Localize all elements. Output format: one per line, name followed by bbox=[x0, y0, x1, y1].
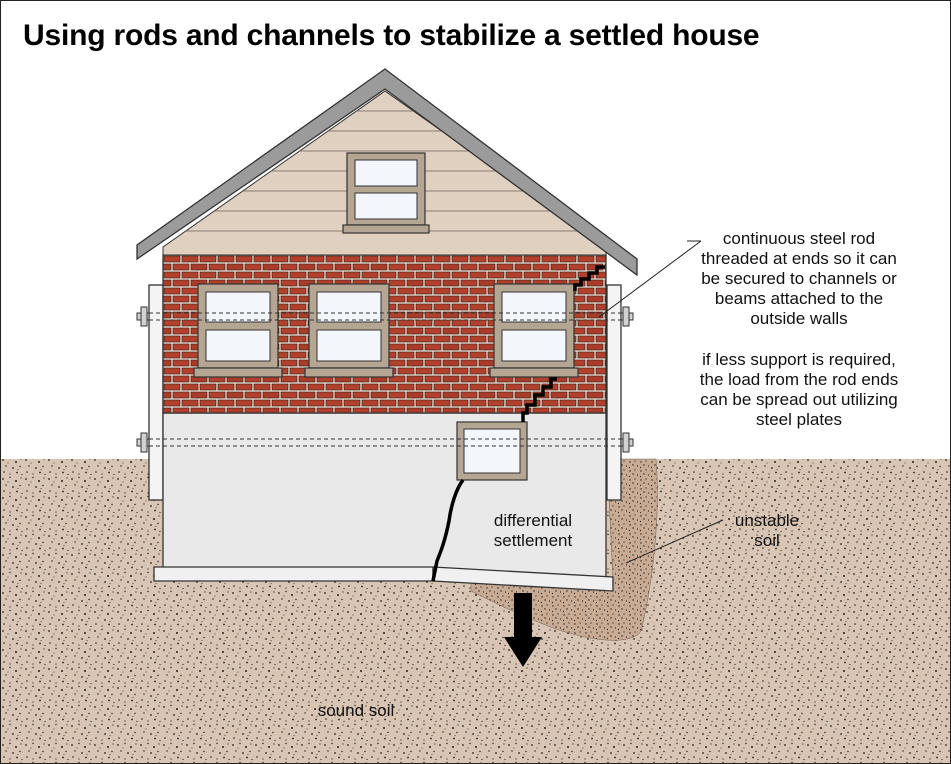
rod-end-upper-left bbox=[136, 306, 150, 327]
basement-window bbox=[456, 421, 528, 481]
rod-annotation-line: outside walls bbox=[750, 309, 848, 328]
rod-leader-line bbox=[598, 240, 702, 318]
upper-window-left bbox=[193, 283, 283, 378]
foundation-crack bbox=[431, 478, 465, 582]
differential-settlement-label: differential settlement bbox=[463, 511, 603, 551]
rod-annotation-line: threaded at ends so it can bbox=[701, 249, 897, 268]
sound-soil-label: sound soil bbox=[317, 701, 395, 720]
settlement-arrow bbox=[504, 593, 542, 667]
unstable-soil-line: unstable bbox=[734, 511, 800, 530]
rod-annotation-line: beams attached to the bbox=[714, 289, 884, 308]
rod-annotation-line: be secured to channels or bbox=[701, 269, 897, 288]
unstable-soil-label: unstable soil bbox=[707, 511, 827, 551]
foundation-wall bbox=[162, 412, 607, 580]
brick-crack-upper bbox=[573, 265, 605, 291]
footing-left bbox=[153, 566, 434, 582]
differential-settlement-line: differential bbox=[493, 511, 573, 530]
upper-window-right bbox=[489, 283, 579, 378]
figure-title: Using rods and channels to stabilize a s… bbox=[23, 19, 760, 52]
gable-window bbox=[342, 152, 430, 234]
rod-end-lower-left bbox=[136, 432, 150, 453]
upper-steel-rod bbox=[149, 312, 621, 321]
unstable-soil-line: soil bbox=[754, 531, 780, 550]
upper-window-center bbox=[304, 283, 394, 378]
rod-annotation-line: continuous steel rod bbox=[722, 229, 876, 248]
plates-annotation-line: the load from the rod ends bbox=[699, 370, 899, 389]
plates-annotation-line: steel plates bbox=[756, 410, 842, 429]
plates-annotation: if less support is required, the load fr… bbox=[641, 350, 950, 430]
right-steel-channel bbox=[606, 284, 622, 501]
lower-steel-rod bbox=[149, 438, 621, 447]
rod-end-lower-right bbox=[620, 432, 634, 453]
left-steel-channel bbox=[148, 284, 164, 501]
unstable-soil-leader-line bbox=[625, 519, 724, 564]
rod-annotation: continuous steel rod threaded at ends so… bbox=[641, 229, 950, 329]
brick-crack-lower bbox=[521, 377, 557, 422]
plates-annotation-line: can be spread out utilizing bbox=[700, 390, 898, 409]
plates-annotation-line: if less support is required, bbox=[702, 350, 896, 369]
rod-end-upper-right bbox=[620, 306, 634, 327]
differential-settlement-line: settlement bbox=[493, 531, 573, 550]
roof bbox=[136, 68, 638, 277]
